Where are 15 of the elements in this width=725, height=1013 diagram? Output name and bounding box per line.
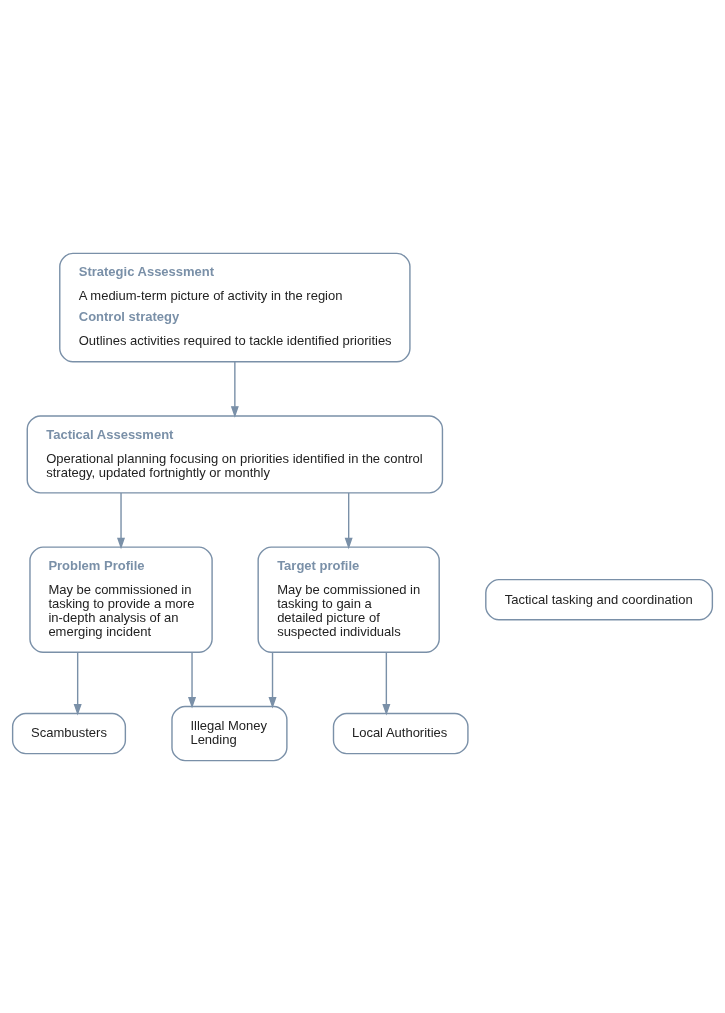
arrow — [344, 491, 353, 549]
node-box: Strategic Assessment A medium-term picture of activity in the region Control strategy Outlines activities required to tackle identified priorities — [59, 252, 411, 362]
arrow — [73, 651, 82, 716]
arrow — [117, 491, 126, 549]
arrow — [268, 651, 277, 708]
node-box: Tactical tasking and coordination — [485, 578, 714, 620]
arrow — [382, 651, 391, 716]
arrow — [188, 651, 197, 708]
node-box: Problem Profile May be commissioned in tasking to provide a more in-depth analysis of an emerging incident — [29, 545, 213, 653]
node-box: Illegal Money Lending — [171, 705, 288, 761]
node-box: Tactical Assessment Operational planning focusing on priorities identified in the control strategy, updated fortnightly or monthly — [26, 414, 444, 494]
node-box: Local Authorities — [332, 712, 469, 754]
node-box: Target profile May be commissioned in tasking to gain a detailed picture of suspected individuals — [257, 545, 440, 653]
arrow — [230, 360, 239, 418]
node-box: Scambusters — [11, 712, 127, 754]
